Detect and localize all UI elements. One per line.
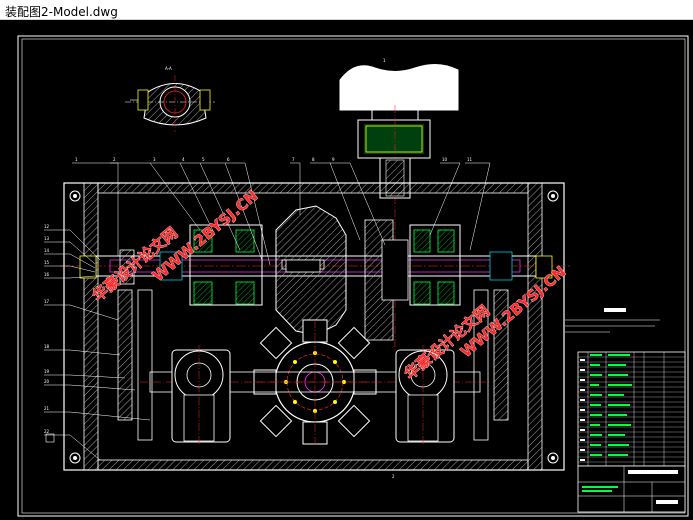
svg-text:11: 11: [467, 157, 473, 162]
svg-text:21: 21: [44, 406, 50, 411]
small-part: [45, 433, 55, 443]
svg-text:20: 20: [44, 379, 50, 384]
svg-text:15: 15: [44, 260, 50, 265]
window-titlebar: 装配图2-Model.dwg: [0, 0, 693, 20]
svg-text:22: 22: [44, 429, 50, 434]
central-gear: [275, 205, 347, 336]
svg-text:17: 17: [44, 299, 50, 304]
svg-text:14: 14: [44, 248, 50, 253]
window-title: 装配图2-Model.dwg: [5, 5, 118, 19]
technical-notes: [565, 308, 660, 333]
svg-text:12: 12: [44, 224, 50, 229]
leader-lines-left: [44, 229, 151, 461]
svg-text:13: 13: [44, 236, 50, 241]
svg-text:19: 19: [44, 369, 50, 374]
bearing-cap-detail: A-A: [125, 66, 215, 132]
svg-text:7: 7: [292, 157, 295, 162]
right-bearing-group: [364, 219, 553, 341]
right-support: [395, 345, 455, 445]
svg-text:10: 10: [442, 157, 448, 162]
cad-drawing-canvas[interactable]: A-A 1: [0, 20, 693, 520]
parts-list-table: [577, 351, 686, 467]
part-label: A-A: [165, 66, 172, 71]
side-plates: [117, 289, 509, 441]
svg-text:4: 4: [182, 157, 185, 162]
motor-housing: 1: [339, 58, 459, 350]
svg-text:8: 8: [312, 157, 315, 162]
svg-text:2: 2: [113, 157, 116, 162]
svg-text:16: 16: [44, 272, 50, 277]
drawing-inner-border: [21, 38, 686, 514]
title-block: [577, 465, 686, 513]
svg-text:9: 9: [332, 157, 335, 162]
star-wheel: [253, 319, 377, 445]
svg-text:5: 5: [202, 157, 205, 162]
svg-text:3: 3: [153, 157, 156, 162]
svg-text:1: 1: [75, 157, 78, 162]
svg-text:18: 18: [44, 344, 50, 349]
part-label: 1: [383, 58, 386, 63]
view-label: 2: [392, 474, 395, 479]
drawing-svg: A-A 1: [17, 35, 689, 517]
svg-text:6: 6: [227, 157, 230, 162]
left-support: [171, 345, 231, 445]
left-bearing-group: [79, 224, 263, 306]
leader-lines-top: [72, 162, 491, 266]
drawing-border: [17, 35, 689, 517]
